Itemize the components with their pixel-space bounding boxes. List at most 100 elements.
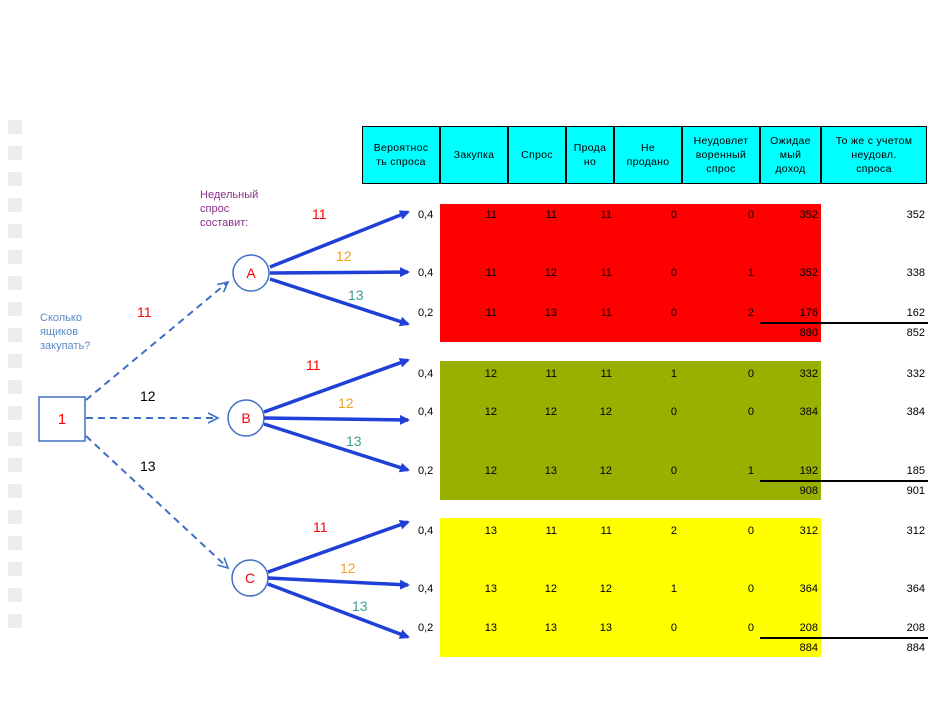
demand-label-b3: 13 (346, 433, 362, 449)
demand-label-c2: 12 (340, 560, 356, 576)
outcome-arrow (263, 358, 410, 414)
purchase-label-c: 13 (140, 458, 156, 474)
dashed-branch-a (85, 282, 228, 401)
row-prob: 0,4 (418, 583, 434, 595)
cell-income: 176 (799, 307, 818, 319)
cell-demand: 11 (545, 209, 557, 221)
cell-unsold: 0 (670, 465, 677, 477)
cell-unsold: 0 (670, 406, 677, 418)
cell-demand: 13 (544, 465, 557, 477)
demand-label-a1: 11 (312, 206, 327, 222)
demand-label-a2: 12 (336, 248, 352, 264)
cell-adjusted: 208 (906, 622, 925, 634)
cell-adjusted: 364 (906, 583, 925, 595)
purchase-label-a: 11 (137, 304, 152, 320)
total-adjusted: 901 (906, 485, 925, 497)
cell-unmet: 0 (747, 406, 754, 418)
row-prob: 0,4 (418, 406, 434, 418)
cell-demand: 12 (544, 583, 557, 595)
outcome-arrow (269, 267, 410, 278)
outcome-arrow (267, 576, 410, 590)
header-demand: Спрос (508, 126, 566, 184)
cell-unsold: 0 (670, 209, 677, 221)
band-branch-b (440, 361, 821, 500)
outcome-arrow (263, 414, 410, 425)
node-label-a: A (246, 265, 256, 281)
cell-adjusted: 352 (906, 209, 925, 221)
demand-label-c1: 11 (313, 519, 328, 535)
header-expected-income: Ожидае мый доход (760, 126, 821, 184)
cell-sold: 11 (600, 209, 612, 221)
circle-node-icon (232, 254, 270, 292)
demand-label-b1: 11 (306, 357, 321, 373)
cell-unmet: 0 (747, 209, 754, 221)
cell-unsold: 1 (670, 583, 677, 595)
cell-unsold: 2 (670, 525, 677, 537)
demand-label-a3: 13 (348, 287, 364, 303)
row-prob: 0,4 (418, 267, 434, 279)
cell-unsold: 1 (670, 368, 677, 380)
cell-income: 208 (799, 622, 818, 634)
row-prob: 0,4 (418, 525, 434, 537)
cell-demand: 12 (544, 267, 557, 279)
cell-adjusted: 185 (906, 465, 925, 477)
cell-income: 332 (799, 368, 818, 380)
cell-adjusted: 384 (906, 406, 925, 418)
cell-purchase: 11 (485, 209, 497, 221)
outcome-arrow (269, 210, 410, 269)
cell-purchase: 12 (484, 368, 497, 380)
header-unmet-demand: Неудовлет воренный спрос (682, 126, 760, 184)
header-probability: Вероятнос ть спроса (362, 126, 440, 184)
cell-demand: 12 (544, 406, 557, 418)
cell-income: 364 (799, 583, 818, 595)
total-income: 884 (799, 642, 818, 654)
cell-unsold: 0 (670, 307, 677, 319)
cell-unmet: 0 (747, 368, 754, 380)
cell-demand: 11 (545, 368, 557, 380)
cell-income: 312 (799, 525, 818, 537)
cell-income: 352 (799, 209, 818, 221)
demand-label-b2: 12 (338, 395, 354, 411)
cell-adjusted: 332 (906, 368, 925, 380)
cell-unmet: 1 (747, 267, 754, 279)
cell-sold: 11 (600, 368, 612, 380)
band-branch-a (440, 204, 821, 342)
cell-unsold: 0 (670, 267, 677, 279)
total-income: 880 (799, 327, 818, 339)
row-prob: 0,2 (418, 307, 434, 319)
cell-sold: 12 (599, 465, 612, 477)
cell-sold: 11 (600, 267, 612, 279)
cell-sold: 11 (600, 307, 612, 319)
outcome-arrow (263, 422, 410, 473)
cell-adjusted: 162 (906, 307, 925, 319)
outcome-arrow (269, 277, 410, 327)
total-income: 908 (799, 485, 818, 497)
dashed-branch-c (85, 435, 228, 568)
row-prob: 0,4 (418, 209, 434, 221)
row-prob: 0,4 (418, 368, 434, 380)
cell-unmet: 0 (747, 583, 754, 595)
cell-income: 352 (799, 267, 818, 279)
cell-unmet: 1 (747, 465, 754, 477)
header-purchase: Закупка (440, 126, 508, 184)
header-unsold: Не продано (614, 126, 682, 184)
cell-unsold: 0 (670, 622, 677, 634)
cell-purchase: 11 (485, 267, 497, 279)
film-strip-decoration (8, 120, 22, 628)
cell-sold: 11 (600, 525, 612, 537)
row-prob: 0,2 (418, 465, 434, 477)
sum-line (760, 480, 928, 482)
cell-adjusted: 312 (906, 525, 925, 537)
cell-demand: 13 (544, 622, 557, 634)
cell-income: 192 (799, 465, 818, 477)
cell-purchase: 12 (484, 465, 497, 477)
cell-purchase: 13 (484, 525, 497, 537)
cell-income: 384 (799, 406, 818, 418)
cell-demand: 13 (544, 307, 557, 319)
demand-caption: Недельный спрос составит: (200, 189, 259, 229)
total-adjusted: 884 (906, 642, 925, 654)
cell-unmet: 2 (747, 307, 754, 319)
node-label-b: B (241, 410, 250, 426)
header-sold: Прода но (566, 126, 614, 184)
